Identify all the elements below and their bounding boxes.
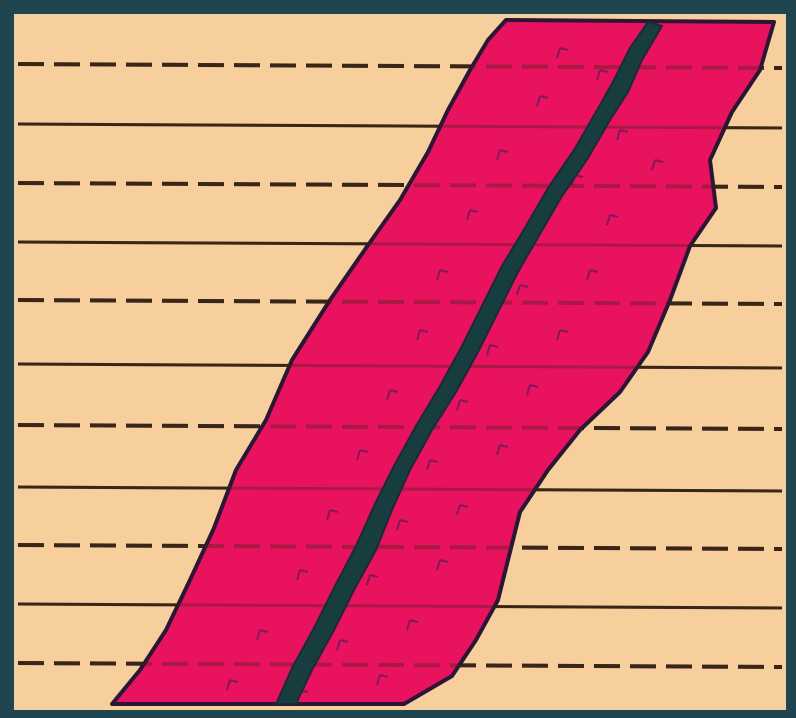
- geologic-diagram-frame: [0, 0, 796, 718]
- geologic-diagram: [0, 0, 796, 718]
